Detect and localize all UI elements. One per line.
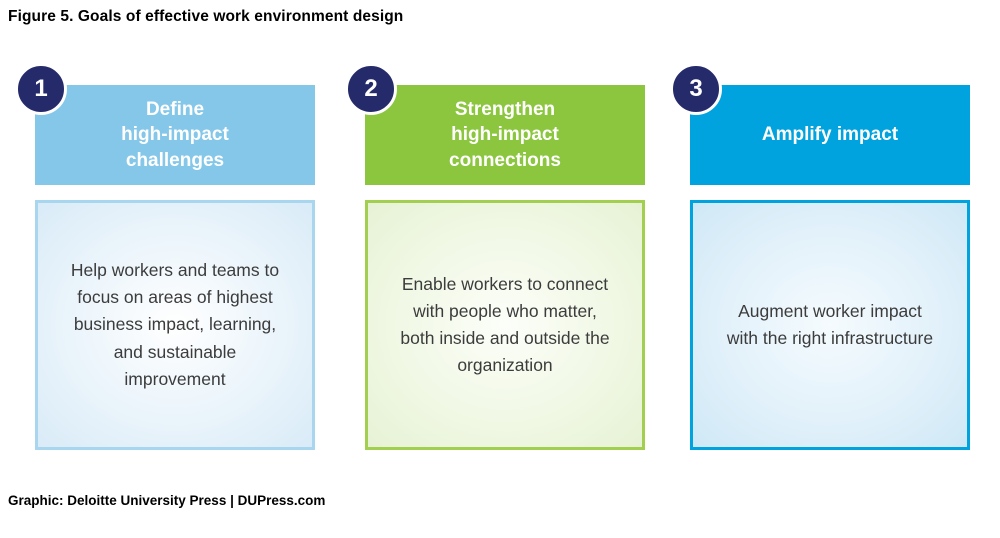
goal-header-2: Strengthen high-impact connections xyxy=(365,85,645,185)
graphic-credit: Graphic: Deloitte University Press | DUP… xyxy=(8,493,326,508)
goal-header-1: Define high-impact challenges xyxy=(35,85,315,185)
goal-description-3: Augment worker impact with the right inf… xyxy=(690,200,970,450)
goal-column-1: 1 Define high-impact challenges Help wor… xyxy=(15,63,315,450)
step-number-badge-1: 1 xyxy=(15,63,67,115)
goal-column-3: 3 Amplify impact Augment worker impact w… xyxy=(670,63,970,450)
figure-title: Figure 5. Goals of effective work enviro… xyxy=(8,8,404,25)
goal-description-2: Enable workers to connect with people wh… xyxy=(365,200,645,450)
step-number-badge-2: 2 xyxy=(345,63,397,115)
goal-description-1: Help workers and teams to focus on areas… xyxy=(35,200,315,450)
step-number-badge-3: 3 xyxy=(670,63,722,115)
goal-column-2: 2 Strengthen high-impact connections Ena… xyxy=(345,63,645,450)
goal-header-3: Amplify impact xyxy=(690,85,970,185)
